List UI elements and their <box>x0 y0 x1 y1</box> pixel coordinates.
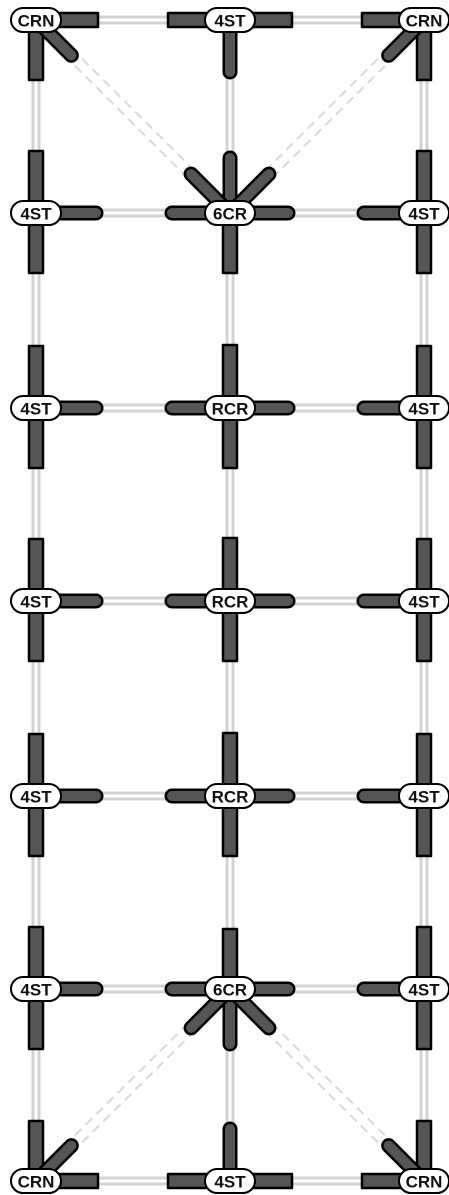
label-background <box>398 7 449 33</box>
connector-label: 4ST <box>398 783 449 809</box>
connector-label: 4ST <box>204 7 256 33</box>
connector-4st: 4ST <box>10 732 104 858</box>
label-background <box>10 200 62 226</box>
label-background <box>10 7 62 33</box>
label-text: RCR <box>212 788 249 807</box>
connector-crn: CRN <box>360 7 449 82</box>
label-text: 4ST <box>408 788 440 807</box>
connector-6cr: 6CR <box>164 150 296 275</box>
connector-label: CRN <box>10 7 62 33</box>
label-background <box>398 976 449 1002</box>
connector-crn: CRN <box>360 1119 449 1194</box>
label-text: CRN <box>18 12 55 31</box>
connector-crn: CRN <box>10 1119 100 1194</box>
connector-label: CRN <box>398 1168 449 1194</box>
connector-label: 4ST <box>10 588 62 614</box>
connector-label: 4ST <box>398 200 449 226</box>
label-text: 4ST <box>214 1173 246 1192</box>
connector-label: 6CR <box>204 200 256 226</box>
connector-4st: 4ST <box>356 925 449 1051</box>
connector-4st: 4ST <box>356 537 449 663</box>
label-background <box>10 976 62 1002</box>
label-text: 4ST <box>20 788 52 807</box>
connector-4st: 4ST <box>166 1121 294 1194</box>
connector-label: 4ST <box>204 1168 256 1194</box>
connector-label: RCR <box>204 395 256 421</box>
connector-6cr: 6CR <box>164 927 296 1052</box>
label-text: 4ST <box>20 593 52 612</box>
connector-label: 4ST <box>10 200 62 226</box>
label-background <box>204 976 256 1002</box>
connector-label: 4ST <box>10 783 62 809</box>
label-background <box>398 783 449 809</box>
label-background <box>204 1168 256 1194</box>
connector-label: 4ST <box>398 976 449 1002</box>
label-background <box>10 783 62 809</box>
label-text: 4ST <box>20 205 52 224</box>
connector-rcr: RCR <box>164 536 296 663</box>
connector-crn: CRN <box>10 7 100 82</box>
label-background <box>398 588 449 614</box>
label-text: 6CR <box>213 205 247 224</box>
label-text: RCR <box>212 400 249 419</box>
label-text: 4ST <box>408 981 440 1000</box>
connector-rcr: RCR <box>164 343 296 470</box>
connector-rcr: RCR <box>164 731 296 858</box>
connector-4st: 4ST <box>356 732 449 858</box>
label-background <box>10 395 62 421</box>
connector-4st: 4ST <box>10 925 104 1051</box>
connector-4st: 4ST <box>356 344 449 470</box>
connector-4st: 4ST <box>10 344 104 470</box>
label-text: 4ST <box>408 205 440 224</box>
label-background <box>10 1168 62 1194</box>
label-background <box>398 200 449 226</box>
label-background <box>204 588 256 614</box>
connector-label: 4ST <box>10 976 62 1002</box>
label-text: RCR <box>212 593 249 612</box>
label-text: 6CR <box>213 981 247 1000</box>
connector-label: CRN <box>10 1168 62 1194</box>
connector-label: 4ST <box>398 395 449 421</box>
label-text: CRN <box>18 1173 55 1192</box>
connector-label: 4ST <box>10 395 62 421</box>
label-text: 4ST <box>20 981 52 1000</box>
label-background <box>398 1168 449 1194</box>
label-text: 4ST <box>408 400 440 419</box>
label-background <box>204 200 256 226</box>
connector-label: CRN <box>398 7 449 33</box>
label-text: 4ST <box>214 12 246 31</box>
label-text: 4ST <box>408 593 440 612</box>
label-background <box>398 395 449 421</box>
label-text: CRN <box>406 1173 443 1192</box>
connector-4st: 4ST <box>10 537 104 663</box>
connector-label: 4ST <box>398 588 449 614</box>
connector-4st: 4ST <box>10 149 104 275</box>
label-background <box>10 588 62 614</box>
label-text: 4ST <box>20 400 52 419</box>
label-background <box>204 7 256 33</box>
connector-label: RCR <box>204 783 256 809</box>
connector-4st: 4ST <box>166 7 294 80</box>
connector-label: 6CR <box>204 976 256 1002</box>
connector-label: RCR <box>204 588 256 614</box>
label-background <box>204 395 256 421</box>
node-layer: CRN 4ST CRN 4ST 6CR 4ST 4ST RCR 4ST 4ST RCR 4ST 4ST R… <box>10 7 449 1194</box>
connector-4st: 4ST <box>356 149 449 275</box>
label-background <box>204 783 256 809</box>
label-text: CRN <box>406 12 443 31</box>
